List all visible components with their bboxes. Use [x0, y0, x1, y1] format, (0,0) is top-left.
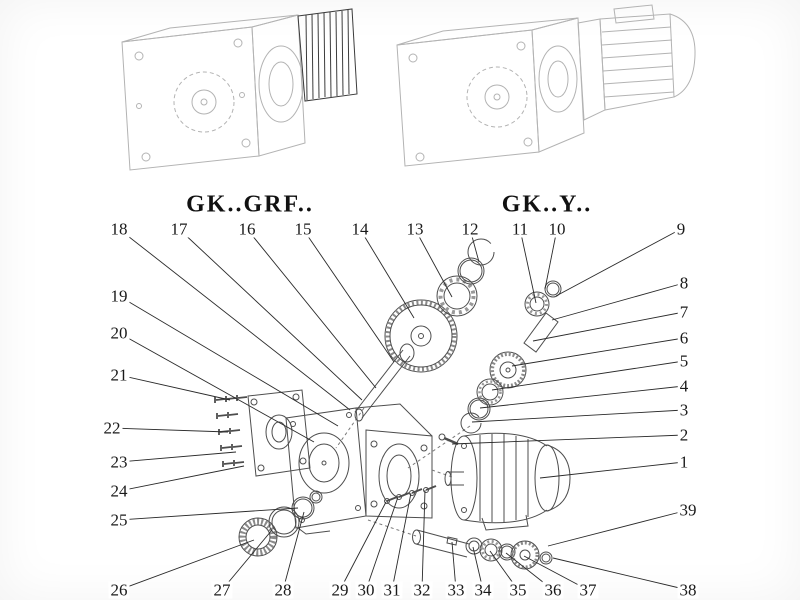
leader-line-23 [118, 451, 237, 463]
leader-line-21 [118, 374, 231, 401]
drawing-gk-y [396, 4, 696, 167]
part-number-24: 24 [108, 481, 130, 501]
leader-line-26 [118, 539, 255, 591]
housing [285, 403, 433, 535]
leader-line-16 [246, 228, 377, 389]
part-number-1: 1 [677, 452, 691, 472]
intermediate-pinion-set [460, 280, 562, 434]
part-number-37: 37 [577, 580, 599, 600]
leader-line-22 [111, 427, 229, 433]
part-number-11: 11 [509, 219, 531, 239]
leader-line-37 [523, 555, 589, 591]
leader-line-31 [391, 492, 412, 591]
part-number-6: 6 [677, 328, 691, 348]
part-number-32: 32 [411, 580, 433, 600]
leader-line-27 [221, 529, 273, 591]
part-number-3: 3 [677, 400, 691, 420]
leader-line-1 [539, 461, 685, 479]
part-number-38: 38 [677, 580, 699, 600]
part-number-34: 34 [472, 580, 494, 600]
leader-line-18 [118, 228, 351, 411]
part-number-7: 7 [677, 302, 691, 322]
leader-line-24 [118, 465, 245, 492]
leader-line-15 [302, 228, 395, 363]
leader-line-10 [544, 228, 558, 290]
part-number-12: 12 [459, 219, 481, 239]
exploded-view [214, 238, 571, 570]
motor-drawing [577, 4, 696, 121]
part-number-15: 15 [292, 219, 314, 239]
part-number-17: 17 [168, 219, 190, 239]
flange-bolts [384, 433, 459, 504]
part-number-16: 16 [236, 219, 258, 239]
variant-label-y: GK..Y.. [501, 191, 593, 218]
part-number-23: 23 [108, 452, 130, 472]
part-number-13: 13 [404, 219, 426, 239]
input-bearing-and-rings [436, 238, 495, 317]
leader-line-3 [471, 409, 685, 423]
part-number-31: 31 [381, 580, 403, 600]
leader-line-19 [118, 295, 339, 427]
leader-line-5 [491, 360, 685, 391]
leader-line-32 [421, 489, 426, 591]
leader-line-39 [547, 509, 689, 547]
part-number-28: 28 [272, 580, 294, 600]
leader-line-13 [414, 228, 453, 298]
leader-line-2 [451, 434, 685, 445]
leader-line-14 [359, 228, 415, 319]
part-number-21: 21 [108, 365, 130, 385]
variant-label-grf: GK..GRF.. [186, 191, 314, 218]
part-number-30: 30 [355, 580, 377, 600]
part-number-10: 10 [546, 219, 568, 239]
leader-line-25 [118, 507, 299, 521]
leader-line-4 [479, 385, 685, 409]
leader-line-30 [365, 496, 399, 591]
part-number-25: 25 [108, 510, 130, 530]
leader-line-28 [282, 511, 305, 591]
leader-line-20 [118, 332, 315, 443]
leader-line-6 [511, 337, 685, 367]
drawing-gk-grf [121, 8, 358, 171]
part-number-4: 4 [677, 376, 691, 396]
part-number-20: 20 [108, 323, 130, 343]
assembly-axis-lines [335, 407, 471, 537]
part-number-27: 27 [211, 580, 233, 600]
leader-line-8 [551, 282, 685, 321]
leader-line-7 [532, 311, 685, 342]
motor-exploded [444, 432, 571, 531]
part-number-39: 39 [677, 500, 699, 520]
part-number-35: 35 [507, 580, 529, 600]
part-number-2: 2 [677, 425, 691, 445]
part-number-14: 14 [349, 219, 371, 239]
leader-line-17 [178, 228, 363, 401]
part-number-8: 8 [677, 273, 691, 293]
part-number-5: 5 [677, 351, 691, 371]
part-number-9: 9 [674, 219, 688, 239]
part-number-22: 22 [101, 418, 123, 438]
part-number-18: 18 [108, 219, 130, 239]
input-adapter-ribbed-block [297, 8, 358, 102]
input-shaft-and-gear [354, 299, 458, 422]
leader-line-11 [519, 228, 537, 304]
leader-line-29 [339, 501, 387, 591]
part-number-36: 36 [542, 580, 564, 600]
part-number-26: 26 [108, 580, 130, 600]
leader-line-38 [552, 557, 689, 591]
part-number-19: 19 [108, 286, 130, 306]
part-number-29: 29 [329, 580, 351, 600]
output-shaft-assembly [412, 529, 553, 570]
part-number-33: 33 [445, 580, 467, 600]
leader-line-9 [555, 228, 682, 297]
